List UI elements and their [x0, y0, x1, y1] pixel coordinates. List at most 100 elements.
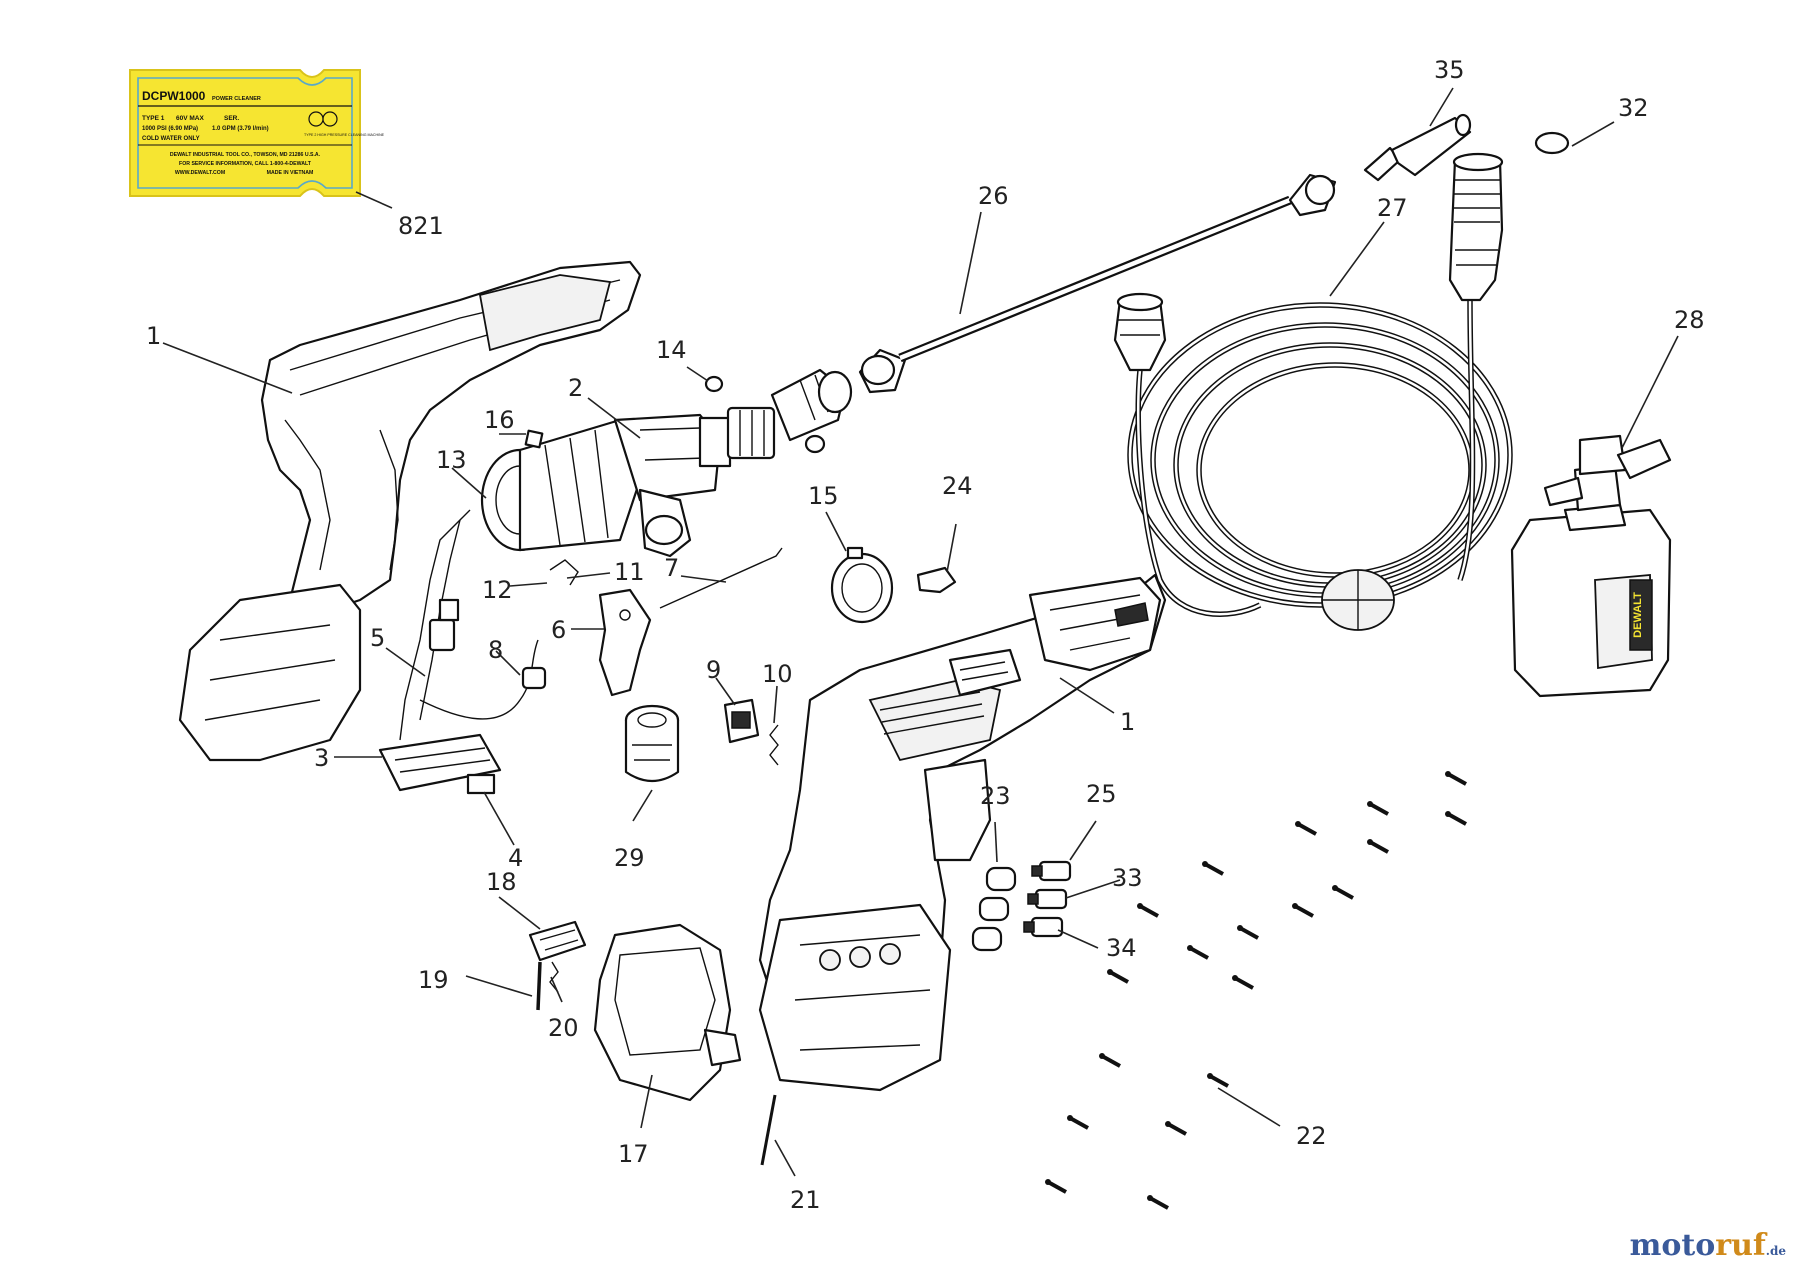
screw [1137, 903, 1159, 918]
callout-18: 18 [486, 868, 517, 896]
pin-21 [760, 1094, 777, 1166]
tip-cap-3 [971, 926, 1003, 952]
label-model: DCPW1000 [142, 89, 206, 103]
callout-34: 34 [1106, 934, 1137, 962]
callout-20: 20 [548, 1014, 579, 1042]
housing-right-half [758, 573, 1167, 1092]
watermark-part3: .de [1765, 1244, 1786, 1258]
screw [1237, 925, 1259, 940]
label-web: WWW.DEWALT.COM [175, 170, 225, 176]
screw [1207, 1073, 1229, 1088]
callout-9: 9 [706, 656, 721, 684]
screw [1367, 801, 1389, 816]
o-ring-32 [1534, 131, 1570, 155]
nut-14 [704, 375, 724, 393]
callout-11: 11 [614, 558, 645, 586]
label-origin: MADE IN VIETNAM [267, 170, 314, 176]
callout-23: 23 [980, 782, 1011, 810]
hose-27 [1113, 152, 1513, 631]
tip-2 [1027, 888, 1068, 910]
nozzle-tips [971, 860, 1072, 952]
label-address: DEWALT INDUSTRIAL TOOL CO., TOWSON, MD 2… [170, 152, 321, 158]
trigger-6 [598, 588, 652, 697]
ul-mark-icon [308, 111, 338, 127]
callouts: 1 1 2 3 4 5 6 7 8 9 10 11 12 13 14 15 16… [146, 56, 1705, 1214]
wand-26 [858, 173, 1337, 394]
clip-24 [916, 566, 957, 594]
callout-26: 26 [978, 182, 1009, 210]
spring-20 [549, 961, 559, 993]
callout-1a: 1 [146, 322, 161, 350]
callout-8: 8 [488, 636, 503, 664]
screw [1445, 811, 1467, 826]
wiring-harness [378, 509, 547, 795]
callout-29: 29 [614, 844, 645, 872]
nut-second [804, 434, 826, 454]
motor-pump-assembly [480, 368, 853, 558]
label-type: TYPE 1 [142, 115, 165, 122]
label-pressure: 1000 PSI (6.90 MPa) [142, 126, 198, 132]
callout-35: 35 [1434, 56, 1465, 84]
label-cert: TYPE 2 HIGH PRESSURE CLEANING MACHINE [304, 133, 385, 137]
callout-13: 13 [436, 446, 467, 474]
callout-25: 25 [1086, 780, 1117, 808]
nozzle-35 [1363, 113, 1472, 182]
callout-21: 21 [790, 1186, 821, 1214]
callout-10: 10 [762, 660, 793, 688]
clip-16 [524, 429, 544, 449]
callout-2: 2 [568, 374, 583, 402]
watermark-part2: ruf [1715, 1228, 1766, 1263]
screws-22 [1045, 771, 1467, 1210]
callout-27: 27 [1377, 194, 1408, 222]
screw [1099, 1053, 1121, 1068]
rod-7 [659, 547, 783, 609]
callout-1b: 1 [1120, 708, 1135, 736]
bottle-brand: DEWALT [1632, 592, 1644, 638]
callout-33: 33 [1112, 864, 1143, 892]
battery-cover-17 [593, 923, 742, 1102]
callout-12: 12 [482, 576, 513, 604]
callout-3: 3 [314, 744, 329, 772]
detergent-bottle-28: DEWALT [1510, 434, 1672, 698]
screw [1232, 975, 1254, 990]
screw [1067, 1115, 1089, 1130]
screw [1295, 821, 1317, 836]
leader-lines [162, 87, 1679, 1177]
callout-7: 7 [664, 554, 679, 582]
callout-16: 16 [484, 406, 515, 434]
callout-5: 5 [370, 624, 385, 652]
screw [1107, 969, 1129, 984]
callout-24: 24 [942, 472, 973, 500]
label-water: COLD WATER ONLY [142, 136, 200, 142]
watermark-part1: moto [1629, 1228, 1716, 1263]
screw [1445, 771, 1467, 786]
callout-19: 19 [418, 966, 449, 994]
spring-11-12 [549, 559, 579, 586]
label-flow: 1.0 GPM (3.79 l/min) [212, 126, 269, 132]
label-service: FOR SERVICE INFORMATION, CALL 1-800-4-DE… [179, 161, 312, 167]
tip-cap-1 [985, 866, 1017, 892]
tip-cap-2 [978, 896, 1010, 922]
callout-28: 28 [1674, 306, 1705, 334]
screw [1045, 1179, 1067, 1194]
callout-22: 22 [1296, 1122, 1327, 1150]
callout-4: 4 [508, 844, 523, 872]
screw [1367, 839, 1389, 854]
label-model-desc: POWER CLEANER [212, 96, 261, 102]
callout-6: 6 [551, 616, 566, 644]
clamp-ring-15 [830, 546, 894, 624]
callout-17: 17 [618, 1140, 649, 1168]
coupler-29 [624, 704, 680, 783]
screw [1165, 1121, 1187, 1136]
screw [1332, 885, 1354, 900]
callout-15: 15 [808, 482, 839, 510]
screw [1292, 903, 1314, 918]
rating-label-plate: DCPW1000 POWER CLEANER TYPE 1 60V MAX SE… [129, 69, 385, 197]
watermark-logo: motoruf.de [1630, 1228, 1786, 1263]
housing-left-half [178, 260, 642, 762]
tip-3 [1023, 916, 1064, 938]
pin-19 [536, 961, 542, 1011]
tip-1 [1031, 860, 1072, 882]
label-voltage: 60V MAX [176, 115, 204, 122]
